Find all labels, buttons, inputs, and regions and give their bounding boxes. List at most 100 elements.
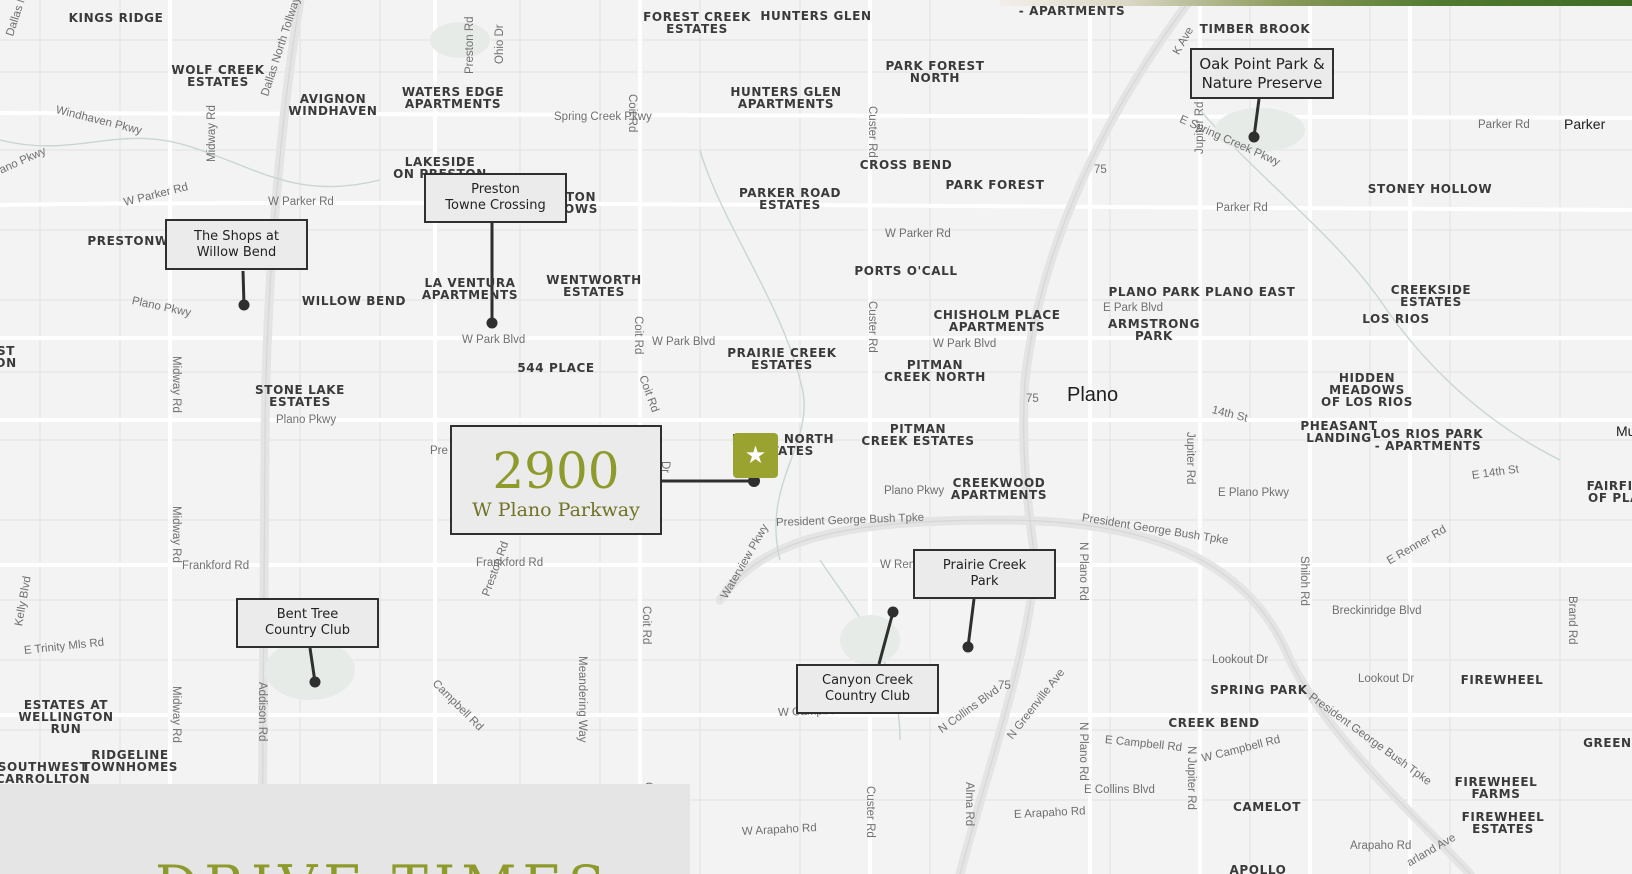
road-label: Midway Rd: [170, 356, 182, 413]
neighborhood-label: PITMAN CREEK NORTH: [884, 358, 986, 384]
neighborhood-label: FAIRFIE OF PLA: [1586, 479, 1632, 505]
neighborhood-label: PORTS O'CALL: [854, 264, 958, 278]
location-dot[interactable]: [309, 676, 321, 688]
road-label: Jupiter Rd: [1184, 432, 1196, 485]
neighborhood-label: CHISHOLM PLACE APARTMENTS: [933, 308, 1061, 334]
callout-preston-towne-crossing[interactable]: Preston Towne Crossing: [424, 173, 567, 223]
location-dot[interactable]: [238, 299, 250, 311]
road-label: W Parker Rd: [885, 228, 951, 240]
road-label: N Plano Rd: [1077, 542, 1089, 601]
neighborhood-label: AVIGNON WINDHAVEN: [288, 92, 378, 118]
neighborhood-label: 544 PLACE: [517, 361, 595, 375]
neighborhood-label: ESTATES AT WELLINGTON RUN: [18, 698, 114, 736]
neighborhood-label: CREEKWOOD APARTMENTS: [950, 476, 1048, 502]
neighborhood-label: FIREWHEEL ESTATES: [1461, 810, 1545, 836]
property-number: 2900: [492, 442, 620, 500]
road-label: Preston Rd: [464, 16, 476, 74]
callout-canyon-creek-country-club[interactable]: Canyon Creek Country Club: [796, 664, 939, 714]
neighborhood-label: CROSS BEND: [859, 158, 953, 172]
neighborhood-label: LOS RIOS: [1362, 312, 1430, 326]
neighborhood-label: CREEK BEND: [1168, 716, 1260, 730]
neighborhood-label: TIMBER BROOK: [1199, 22, 1311, 36]
property-callout[interactable]: 2900 W Plano Parkway: [450, 425, 662, 535]
city-label-murphy: Mu: [1616, 423, 1632, 439]
road-label: Meandering Way: [576, 656, 588, 743]
neighborhood-label: LA VENTURA APARTMENTS: [421, 276, 519, 302]
road-label: Parker Rd: [1478, 119, 1530, 131]
road-label: Midway Rd: [206, 105, 218, 162]
road-label: Frankford Rd: [182, 560, 250, 572]
neighborhood-label: CAMELOT: [1232, 800, 1302, 814]
road-label: N Plano Rd: [1077, 722, 1089, 781]
callout-shops-at-willow-bend[interactable]: The Shops at Willow Bend: [165, 219, 308, 270]
neighborhood-label: PARK FOREST: [945, 178, 1045, 192]
road-label: 75: [1026, 393, 1039, 405]
neighborhood-label: WENTWORTH ESTATES: [546, 273, 642, 299]
road-label: E Plano Pkwy: [1218, 487, 1289, 499]
location-dot[interactable]: [887, 606, 899, 618]
road-label: E Park Blvd: [1103, 302, 1164, 314]
road-label: E Collins Blvd: [1084, 784, 1155, 796]
road-label: Frankford Rd: [476, 557, 544, 569]
road-label: W Ren: [880, 559, 916, 571]
city-label-parker: Parker: [1564, 116, 1606, 132]
road-label: 75: [998, 680, 1011, 692]
neighborhood-label: WILLOW BEND: [301, 294, 407, 308]
neighborhood-label: PRAIRIE CREEK ESTATES: [727, 346, 837, 372]
neighborhood-label: STONEY HOLLOW: [1367, 182, 1493, 196]
neighborhood-label: WATERS EDGE APARTMENTS: [401, 85, 505, 111]
callout-bent-tree-country-club[interactable]: Bent Tree Country Club: [236, 598, 379, 648]
neighborhood-label: CREEKSIDE ESTATES: [1390, 283, 1472, 309]
neighborhood-label: ST ON: [0, 344, 17, 370]
road-label: Alma Rd: [963, 782, 975, 827]
neighborhood-label: KINGS RIDGE: [68, 11, 164, 25]
road-label: Shiloh Rd: [1298, 556, 1310, 606]
neighborhood-label: LOS RIOS PARK - APARTMENTS: [1372, 427, 1484, 453]
neighborhood-label: PHEASANT LANDING: [1300, 419, 1378, 445]
property-marker[interactable]: ★: [733, 433, 778, 478]
aerial-photo-strip: [1000, 0, 1632, 6]
neighborhood-label: WOLF CREEK ESTATES: [171, 63, 265, 89]
neighborhood-label: SPRING PARK: [1210, 683, 1308, 697]
road-label: Parker Rd: [1216, 202, 1268, 214]
road-label: W Park Blvd: [933, 338, 997, 350]
neighborhood-label: FIREWHEEL: [1460, 673, 1544, 687]
road-label: Spring Creek Pkwy: [554, 111, 652, 123]
road-label: 75: [1094, 164, 1107, 176]
location-dot[interactable]: [962, 641, 974, 653]
road-label: Jupiter Rd: [1194, 101, 1206, 154]
neighborhood-label: HUNTERS GLEN: [760, 9, 872, 23]
road-label: Midway Rd: [170, 506, 182, 563]
neighborhood-label: TON OWS: [564, 190, 598, 216]
neighborhood-label: GREENS: [1583, 736, 1632, 750]
neighborhood-label: HUNTERS GLEN APARTMENTS: [730, 85, 842, 111]
neighborhood-label: SOUTHWEST CARROLLTON: [0, 760, 91, 786]
location-dot[interactable]: [1248, 131, 1260, 143]
road-label: N Jupiter Rd: [1185, 746, 1197, 810]
road-label: Pre: [430, 445, 448, 457]
neighborhood-label: FIREWHEEL FARMS: [1454, 775, 1538, 801]
road-label: Plano Pkwy: [884, 485, 945, 497]
callout-prairie-creek-park[interactable]: Prairie Creek Park: [913, 549, 1056, 599]
road-label: Coit Rd: [626, 94, 638, 133]
road-label: W Park Blvd: [652, 336, 716, 348]
road-label: Custer Rd: [866, 301, 878, 353]
property-location-dot[interactable]: [748, 475, 760, 487]
road-label: Coit Rd: [632, 316, 644, 355]
road-label: Lookout Dr: [1212, 654, 1269, 666]
road-label: Arapaho Rd: [1350, 840, 1412, 852]
neighborhood-label: - APARTMENTS: [1018, 4, 1126, 18]
neighborhood-label: HIDDEN MEADOWS OF LOS RIOS: [1321, 371, 1413, 409]
neighborhood-label: PLANO PARK PLANO EAST: [1108, 285, 1296, 299]
location-dot[interactable]: [486, 317, 498, 329]
neighborhood-label: PARKER ROAD ESTATES: [738, 186, 842, 212]
callout-oak-point-park[interactable]: Oak Point Park & Nature Preserve: [1190, 48, 1334, 99]
neighborhood-label: PITMAN CREEK ESTATES: [861, 422, 975, 448]
neighborhood-label: APOLLO: [1229, 863, 1287, 874]
road-label: Midway Rd: [170, 686, 182, 743]
city-label-plano: Plano: [1067, 384, 1119, 406]
road-label: Coit Rd: [640, 606, 652, 645]
road-label: W Park Blvd: [462, 334, 526, 346]
